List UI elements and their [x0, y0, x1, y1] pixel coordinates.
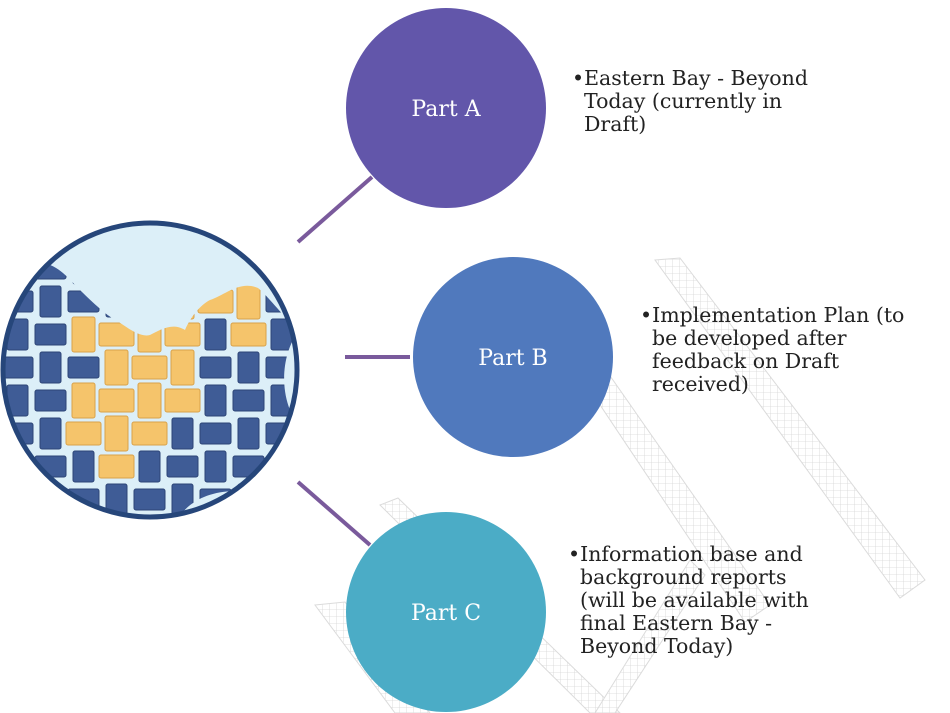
part-b-label: Part B — [478, 346, 547, 371]
weave-tile — [299, 456, 330, 477]
weave-tile — [233, 522, 264, 543]
weave-tile-gold — [104, 415, 129, 452]
weave-tile — [6, 516, 29, 517]
weave-tile — [67, 356, 100, 379]
connectors — [296, 175, 410, 547]
weave-tile — [72, 516, 95, 517]
weave-tile-gold — [98, 388, 135, 413]
weave-tile — [34, 389, 67, 412]
connector-part-a — [296, 175, 374, 244]
connector-part-c — [296, 480, 372, 547]
weave-tile-gold — [104, 349, 129, 386]
weave-tile — [6, 450, 29, 483]
part-b-description-line: feedback on Draft — [652, 349, 840, 373]
part-a-description: •Eastern Bay - Beyond Today (currently i… — [572, 67, 808, 136]
part-b-circle — [413, 257, 613, 457]
part-a-circle — [346, 8, 546, 208]
weave-tile — [199, 422, 232, 445]
weave-tile — [167, 522, 198, 543]
weave-tile — [237, 223, 260, 252]
weave-tile — [39, 351, 62, 384]
weave-tile-gold — [230, 322, 267, 347]
weave-tile — [299, 324, 330, 345]
part-c-description: •Information base and background reports… — [568, 543, 809, 658]
node-part-a: Part A — [346, 8, 546, 208]
part-b-description-line: be developed after — [652, 326, 847, 350]
weave-tile-gold — [137, 382, 162, 419]
weave-tile — [204, 516, 227, 517]
weave-tile — [133, 488, 166, 511]
weave-tile — [265, 488, 297, 511]
weave-tile — [39, 483, 62, 516]
weave-tile — [72, 450, 95, 483]
weave-tile — [237, 417, 260, 450]
weave-tile-gold — [98, 322, 135, 347]
weave-tile-gold — [65, 421, 102, 446]
weave-tile — [3, 224, 34, 247]
weave-tile — [232, 389, 265, 412]
weave-tile — [270, 252, 293, 285]
part-b-description: •Implementation Plan (to be developed af… — [640, 304, 904, 396]
part-a-description-line: •Eastern Bay - Beyond — [572, 66, 808, 90]
weave-tile — [3, 488, 34, 511]
weave-tile — [39, 223, 62, 252]
weave-tile — [34, 323, 67, 346]
weave-tile — [6, 252, 29, 285]
weave-tile — [39, 285, 62, 318]
weave-tile — [204, 450, 227, 483]
node-part-b: Part B — [413, 257, 613, 457]
weave-tile — [304, 418, 325, 449]
weave-tile — [138, 516, 161, 517]
part-c-label: Part C — [411, 601, 481, 626]
woven-map-icon — [0, 220, 330, 543]
weave-tile-gold — [164, 388, 201, 413]
part-c-description-line: •Information base and — [568, 542, 803, 566]
weave-tile — [299, 258, 330, 279]
weave-tile — [237, 351, 260, 384]
weave-tile — [270, 450, 293, 483]
part-b-description-line: received) — [652, 372, 749, 396]
weave-tile-gold — [131, 355, 168, 380]
weave-tile — [3, 356, 34, 379]
weave-tile — [304, 352, 325, 383]
weave-tile-gold — [236, 283, 261, 320]
weave-tile — [237, 483, 260, 516]
weave-tile — [39, 417, 62, 450]
weave-tile — [204, 318, 227, 351]
part-c-description-line: Beyond Today) — [580, 634, 734, 658]
weave-tile — [101, 522, 132, 543]
weave-tile-gold — [98, 454, 135, 479]
weave-tile — [265, 224, 297, 247]
weave-tile — [299, 522, 330, 543]
weave-tile-gold — [71, 316, 96, 353]
part-c-description-line: (will be available with — [580, 588, 809, 612]
weave-tile — [199, 356, 232, 379]
part-a-description-line: Draft) — [584, 112, 647, 136]
weave-tile-gold — [71, 382, 96, 419]
weave-tile — [204, 384, 227, 417]
part-c-description-line: background reports — [580, 565, 787, 589]
weave-tile — [138, 450, 161, 483]
node-part-c: Part C — [346, 512, 546, 712]
part-a-label: Part A — [411, 97, 481, 122]
weave-tile — [166, 455, 199, 478]
part-a-description-line: Today (currently in — [584, 89, 783, 113]
weave-tile-gold — [170, 349, 195, 386]
weave-tile — [35, 522, 66, 543]
weave-tile-gold — [131, 421, 168, 446]
weave-tile — [304, 286, 325, 317]
weave-tile — [270, 516, 293, 517]
part-c-description-line: final Eastern Bay - — [580, 611, 773, 635]
part-b-description-line: •Implementation Plan (to — [640, 303, 905, 327]
part-c-circle — [346, 512, 546, 712]
weave-tile — [299, 390, 330, 411]
weave-tile — [171, 417, 194, 450]
